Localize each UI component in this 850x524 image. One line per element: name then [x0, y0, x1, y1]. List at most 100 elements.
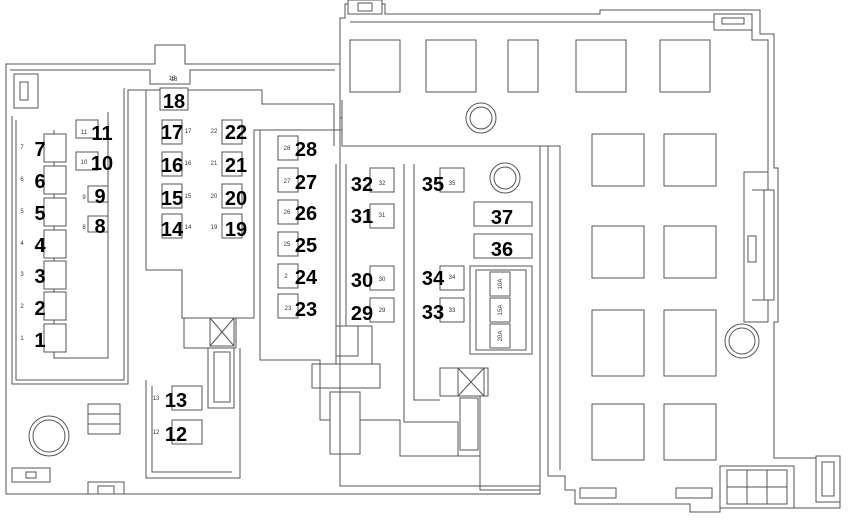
fuse-35-small-label: 35: [449, 181, 456, 187]
fuse-20-label: 20: [225, 188, 247, 210]
fuse-33-label: 33: [422, 302, 444, 324]
fuse-6-body: [43, 165, 67, 195]
relay-slot-b: [459, 397, 479, 451]
fuse-27-label: 27: [295, 172, 317, 194]
fuse-28-body: [277, 135, 299, 161]
fuse-28-small-label: 28: [284, 146, 291, 152]
fuse-18-label: 18: [163, 91, 185, 113]
fuse-34-label: 34: [422, 268, 445, 290]
fuse-5-body: [43, 197, 67, 227]
fuse-27-body: [277, 167, 299, 193]
fuse-31-small-label: 31: [379, 213, 386, 219]
fuse-5-small-label: 5: [20, 209, 24, 215]
fuse-33-small-label: 33: [449, 308, 456, 314]
fuse-25-label: 25: [295, 235, 317, 257]
relay-slots-top: [349, 39, 711, 93]
fuse-27-small-label: 27: [284, 179, 291, 185]
fuse-37-body: [473, 201, 533, 227]
fuse-4-small-label: 4: [20, 241, 24, 247]
fuse-9-label: 9: [94, 186, 105, 208]
corner-clip-inner: [721, 17, 745, 25]
fuse-32-small-label: 32: [379, 181, 386, 187]
fuse-25-body: [277, 231, 299, 257]
fuse-14-label: 14: [161, 219, 184, 241]
fuse-35-label: 35: [422, 174, 444, 196]
fuse-11-small-label: 11: [81, 130, 88, 136]
left-housing-inner: [10, 69, 335, 85]
fuse-26-small-label: 26: [284, 210, 291, 216]
fuse-22-label: 22: [225, 122, 247, 144]
fuse-13-small-label: 13: [153, 396, 160, 402]
fuse-36-label: 36: [491, 239, 513, 261]
fuse-22-small-label: 22: [211, 129, 218, 135]
fuse-23-label: 23: [295, 299, 317, 321]
fuse-10-label: 10: [91, 153, 113, 175]
fuse-12-label: 12: [165, 424, 187, 446]
fuse-6-small-label: 6: [20, 177, 24, 183]
fuse-16-body: [161, 151, 183, 177]
fuse-7-body: [43, 133, 67, 163]
top-clip-inner: [357, 2, 373, 12]
fuse-24-small-label: 2: [284, 274, 288, 280]
fuse-26-label: 26: [295, 203, 317, 225]
fuse-19-label: 19: [225, 219, 247, 241]
fuse-8-body: [87, 215, 109, 233]
fuse-17-body: [161, 119, 183, 145]
fuse-13-label: 13: [165, 390, 187, 412]
fuse-14-body: [161, 213, 183, 239]
fuse-7-small-label: 7: [20, 145, 24, 151]
fuse-1-label: 1: [34, 330, 45, 352]
fuse-28-label: 28: [295, 139, 317, 161]
fuse-31-body: [369, 203, 395, 229]
fuse-5-label: 5: [34, 203, 45, 225]
fuse-shapes: [43, 87, 533, 445]
fuse-25-small-label: 25: [284, 242, 291, 248]
top-mount-tab: [154, 44, 186, 64]
fuse-16-small-label: 16: [185, 161, 192, 167]
fuse-7-label: 7: [34, 139, 45, 161]
fuse-12-small-label: 12: [153, 430, 160, 436]
spare-fuse-label-15a: 15A: [498, 305, 504, 316]
fuse-15-label: 15: [161, 188, 183, 210]
bottom-clips: [11, 467, 713, 499]
spare-fuse-block: [469, 265, 533, 355]
fuse-14-small-label: 14: [185, 225, 192, 231]
fuse-24-label: 24: [295, 267, 318, 289]
fuse-29-label: 29: [351, 303, 373, 325]
fuse-19-body: [221, 213, 243, 239]
fuse-17-label: 17: [161, 122, 183, 144]
fuse-9-small-label: 9: [82, 195, 86, 201]
fuse-2-body: [43, 291, 67, 321]
fuse-30-label: 30: [351, 270, 373, 292]
fuse-32-label: 32: [351, 174, 373, 196]
side-rail-inner: [763, 189, 775, 301]
fuse-23-body: [277, 293, 299, 319]
spare-fuse-label-10a: 10A: [498, 279, 504, 290]
fuse-15-small-label: 15: [185, 194, 192, 200]
vent-block: [87, 403, 121, 435]
mounting-holes: [28, 102, 760, 457]
spare-fuse-label-20a: 20A: [498, 331, 504, 342]
fuse-3-label: 3: [34, 266, 45, 288]
relay-x-marks: [209, 317, 485, 397]
fuse-30-small-label: 30: [379, 277, 386, 283]
fuse-11-label: 11: [91, 123, 112, 145]
top-left-connector-inner: [19, 81, 29, 101]
fuse-2-label: 2: [34, 298, 45, 320]
fuse-35-body: [439, 167, 465, 193]
fuse-23-small-label: 23: [285, 306, 292, 312]
fuse-2-small-label: 2: [20, 304, 24, 310]
fuse-21-label: 21: [225, 155, 247, 177]
fuse-37-label: 37: [491, 207, 513, 229]
fuse-11-body: [75, 119, 99, 139]
wiring-channels: [11, 88, 541, 491]
fuse-29-small-label: 29: [379, 308, 386, 314]
fuse-12-body: [171, 419, 203, 445]
fuse-1-body: [43, 323, 67, 353]
fuse-3-body: [43, 260, 67, 290]
fuse-20-small-label: 20: [211, 194, 218, 200]
fuse-19-small-label: 19: [211, 225, 218, 231]
fuse-15-body: [161, 183, 183, 209]
